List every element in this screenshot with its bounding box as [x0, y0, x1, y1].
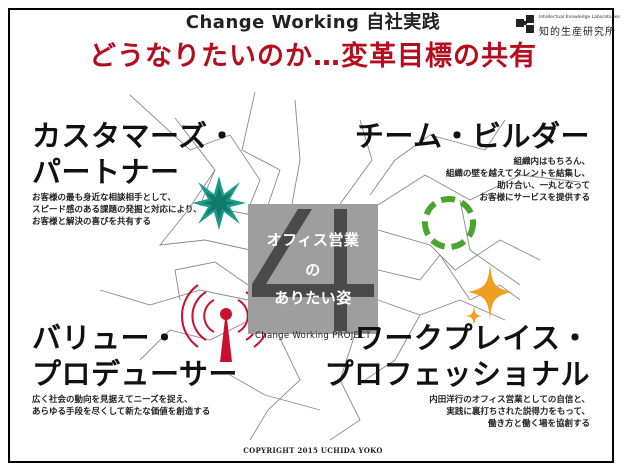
- quadrant-workplace-professional: ワークプレイス・ プロフェッショナル 内田洋行のオフィス営業としての自信と、 実…: [324, 320, 590, 430]
- puzzle-logo-icon: [516, 15, 534, 33]
- center-text-line-2: の: [305, 261, 321, 279]
- quadrant-heading: プロフェッショナル: [324, 357, 590, 391]
- logo-text-jp: 知的生産研究所: [539, 27, 616, 38]
- quadrant-heading: ワークプレイス・: [354, 321, 590, 355]
- quadrant-team-builder: チーム・ビルダー 組織内はもちろん、 組織の壁を越えてタレントを結集し、 助け合…: [355, 118, 590, 204]
- project-label: Change Working PROJECT: [255, 331, 371, 341]
- slide-title: どうなりたいのか…変革目標の共有: [89, 41, 537, 72]
- quadrant-description-line: 実践に裏打ちされた説得力をもって、: [446, 407, 590, 417]
- quadrant-description-line: 広く社会の動向を見据えてニーズを捉え、: [32, 395, 193, 405]
- quadrant-description-line: お客様と解決の喜びを共有する: [32, 217, 152, 227]
- quadrant-description-line: 内田洋行のオフィス営業としての自信と、: [429, 395, 590, 405]
- quadrant-description-line: 助け合い、一丸となって: [497, 181, 590, 191]
- quadrant-description-line: お客様にサービスを提供する: [479, 193, 590, 203]
- quadrant-description-line: 働き方と働く場を協創する: [487, 419, 590, 429]
- quadrant-description-line: スピード感のある課題の発掘と対応により、: [32, 205, 202, 215]
- quadrant-customer-partner: カスタマーズ・ パートナー お客様の最も身近な相談相手として、 スピード感のある…: [32, 118, 237, 228]
- company-logo: Intellectual Knowledge Laboratories 知的生産…: [516, 13, 620, 39]
- quadrant-value-producer: バリュー・ プロデューサー 広く社会の動向を見据えてニーズを捉え、 あらゆる手段…: [32, 320, 238, 418]
- quadrant-description-line: 組織内はもちろん、: [513, 157, 590, 167]
- sparkle-icon: [466, 264, 512, 326]
- quadrant-description-line: 組織の壁を越えてタレントを結集し、: [445, 169, 590, 179]
- quadrant-heading: カスタマーズ・: [32, 119, 238, 153]
- center-text-line-1: オフィス営業: [266, 231, 360, 249]
- quadrant-heading: パートナー: [32, 155, 180, 189]
- quadrant-description-line: お客様の最も身近な相談相手として、: [32, 193, 176, 203]
- four-figure-mark: [252, 209, 374, 331]
- quadrant-description-line: あらゆる手段を尽くして新たな価値を創造する: [32, 407, 211, 417]
- quadrant-heading: プロデューサー: [32, 357, 238, 391]
- quadrant-heading: チーム・ビルダー: [354, 119, 590, 153]
- quadrant-heading: バリュー・: [32, 321, 180, 355]
- logo-text-en: Intellectual Knowledge Laboratories: [539, 15, 620, 20]
- antenna-signal-icon: [181, 284, 271, 362]
- slide-subtitle: Change Working 自社実践: [185, 12, 441, 33]
- center-text-line-3: ありたい姿: [274, 289, 352, 307]
- burst-icon: [192, 176, 246, 230]
- dashed-ring-icon: [422, 196, 476, 250]
- copyright-text: COPYRIGHT 2015 UCHIDA YOKO: [243, 446, 383, 455]
